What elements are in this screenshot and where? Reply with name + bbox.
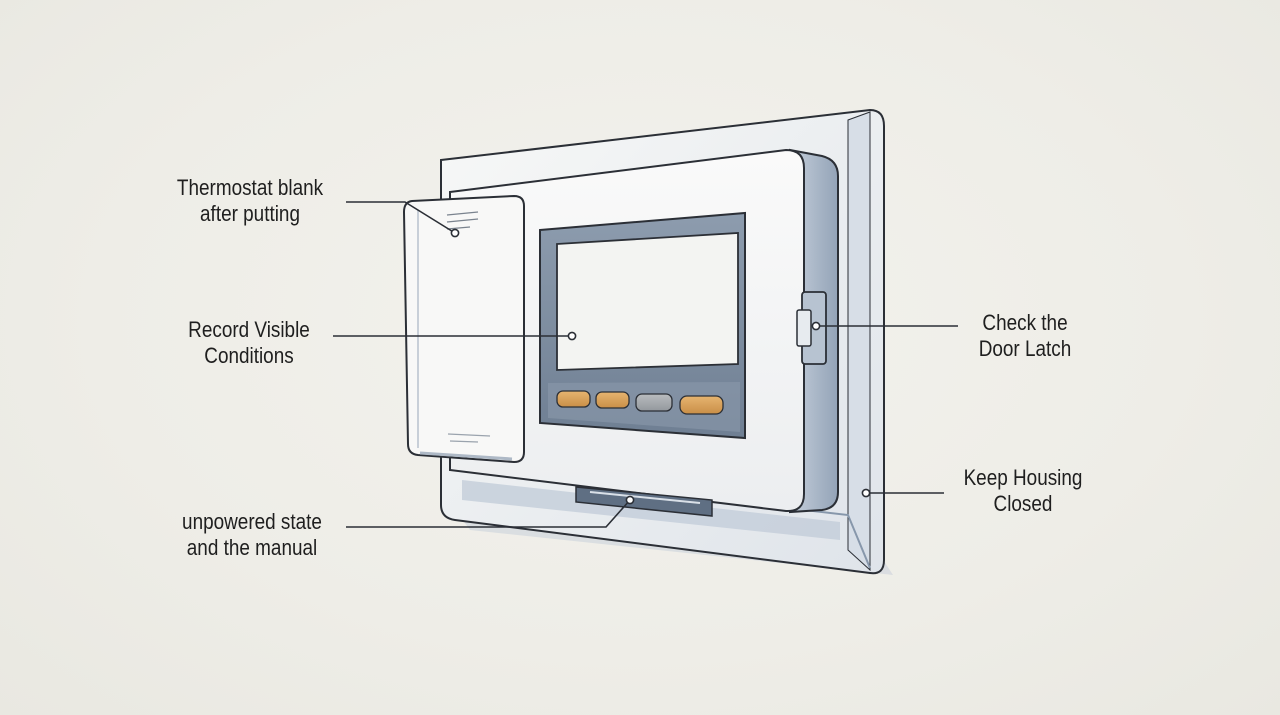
leader-lines	[333, 201, 958, 528]
leader-endpoints	[450, 228, 871, 505]
dot-record-conditions	[567, 331, 577, 341]
callout-record-conditions: Record Visible Conditions	[154, 317, 343, 369]
button-1[interactable]	[556, 390, 591, 408]
callout-record-conditions-line1: Record Visible	[188, 317, 310, 342]
callout-housing-closed-line1: Keep Housing	[963, 465, 1083, 490]
callout-housing-closed-line2: Closed	[993, 491, 1053, 516]
display-screen	[556, 232, 739, 371]
callout-unpowered-state: unpowered state and the manual	[149, 509, 355, 561]
dot-housing-closed	[861, 488, 871, 498]
button-4[interactable]	[679, 395, 724, 415]
leader-unpowered-state	[346, 499, 631, 528]
callout-thermostat-blank-line1: Thermostat blank	[176, 175, 324, 200]
callout-thermostat-blank-line2: after putting	[200, 201, 300, 226]
callout-record-conditions-line2: Conditions	[204, 343, 294, 368]
door-latch	[796, 291, 827, 365]
callout-door-latch: Check the Door Latch	[948, 310, 1103, 362]
callout-unpowered-state-line1: unpowered state	[182, 509, 322, 534]
button-row	[556, 390, 724, 415]
dot-door-latch	[811, 321, 821, 331]
callout-door-latch-line2: Door Latch	[978, 336, 1072, 361]
cover-door	[402, 194, 525, 464]
leader-thermostat-blank	[346, 201, 456, 234]
callout-thermostat-blank: Thermostat blank after putting	[147, 175, 353, 227]
button-2[interactable]	[595, 391, 630, 409]
button-3[interactable]	[635, 393, 673, 412]
callout-unpowered-state-line2: and the manual	[186, 535, 318, 560]
dot-unpowered-state	[625, 495, 635, 505]
dot-thermostat-blank	[450, 228, 460, 238]
bottom-slot	[575, 486, 713, 517]
callout-door-latch-line1: Check the	[982, 310, 1068, 335]
callout-housing-closed: Keep Housing Closed	[937, 465, 1109, 517]
